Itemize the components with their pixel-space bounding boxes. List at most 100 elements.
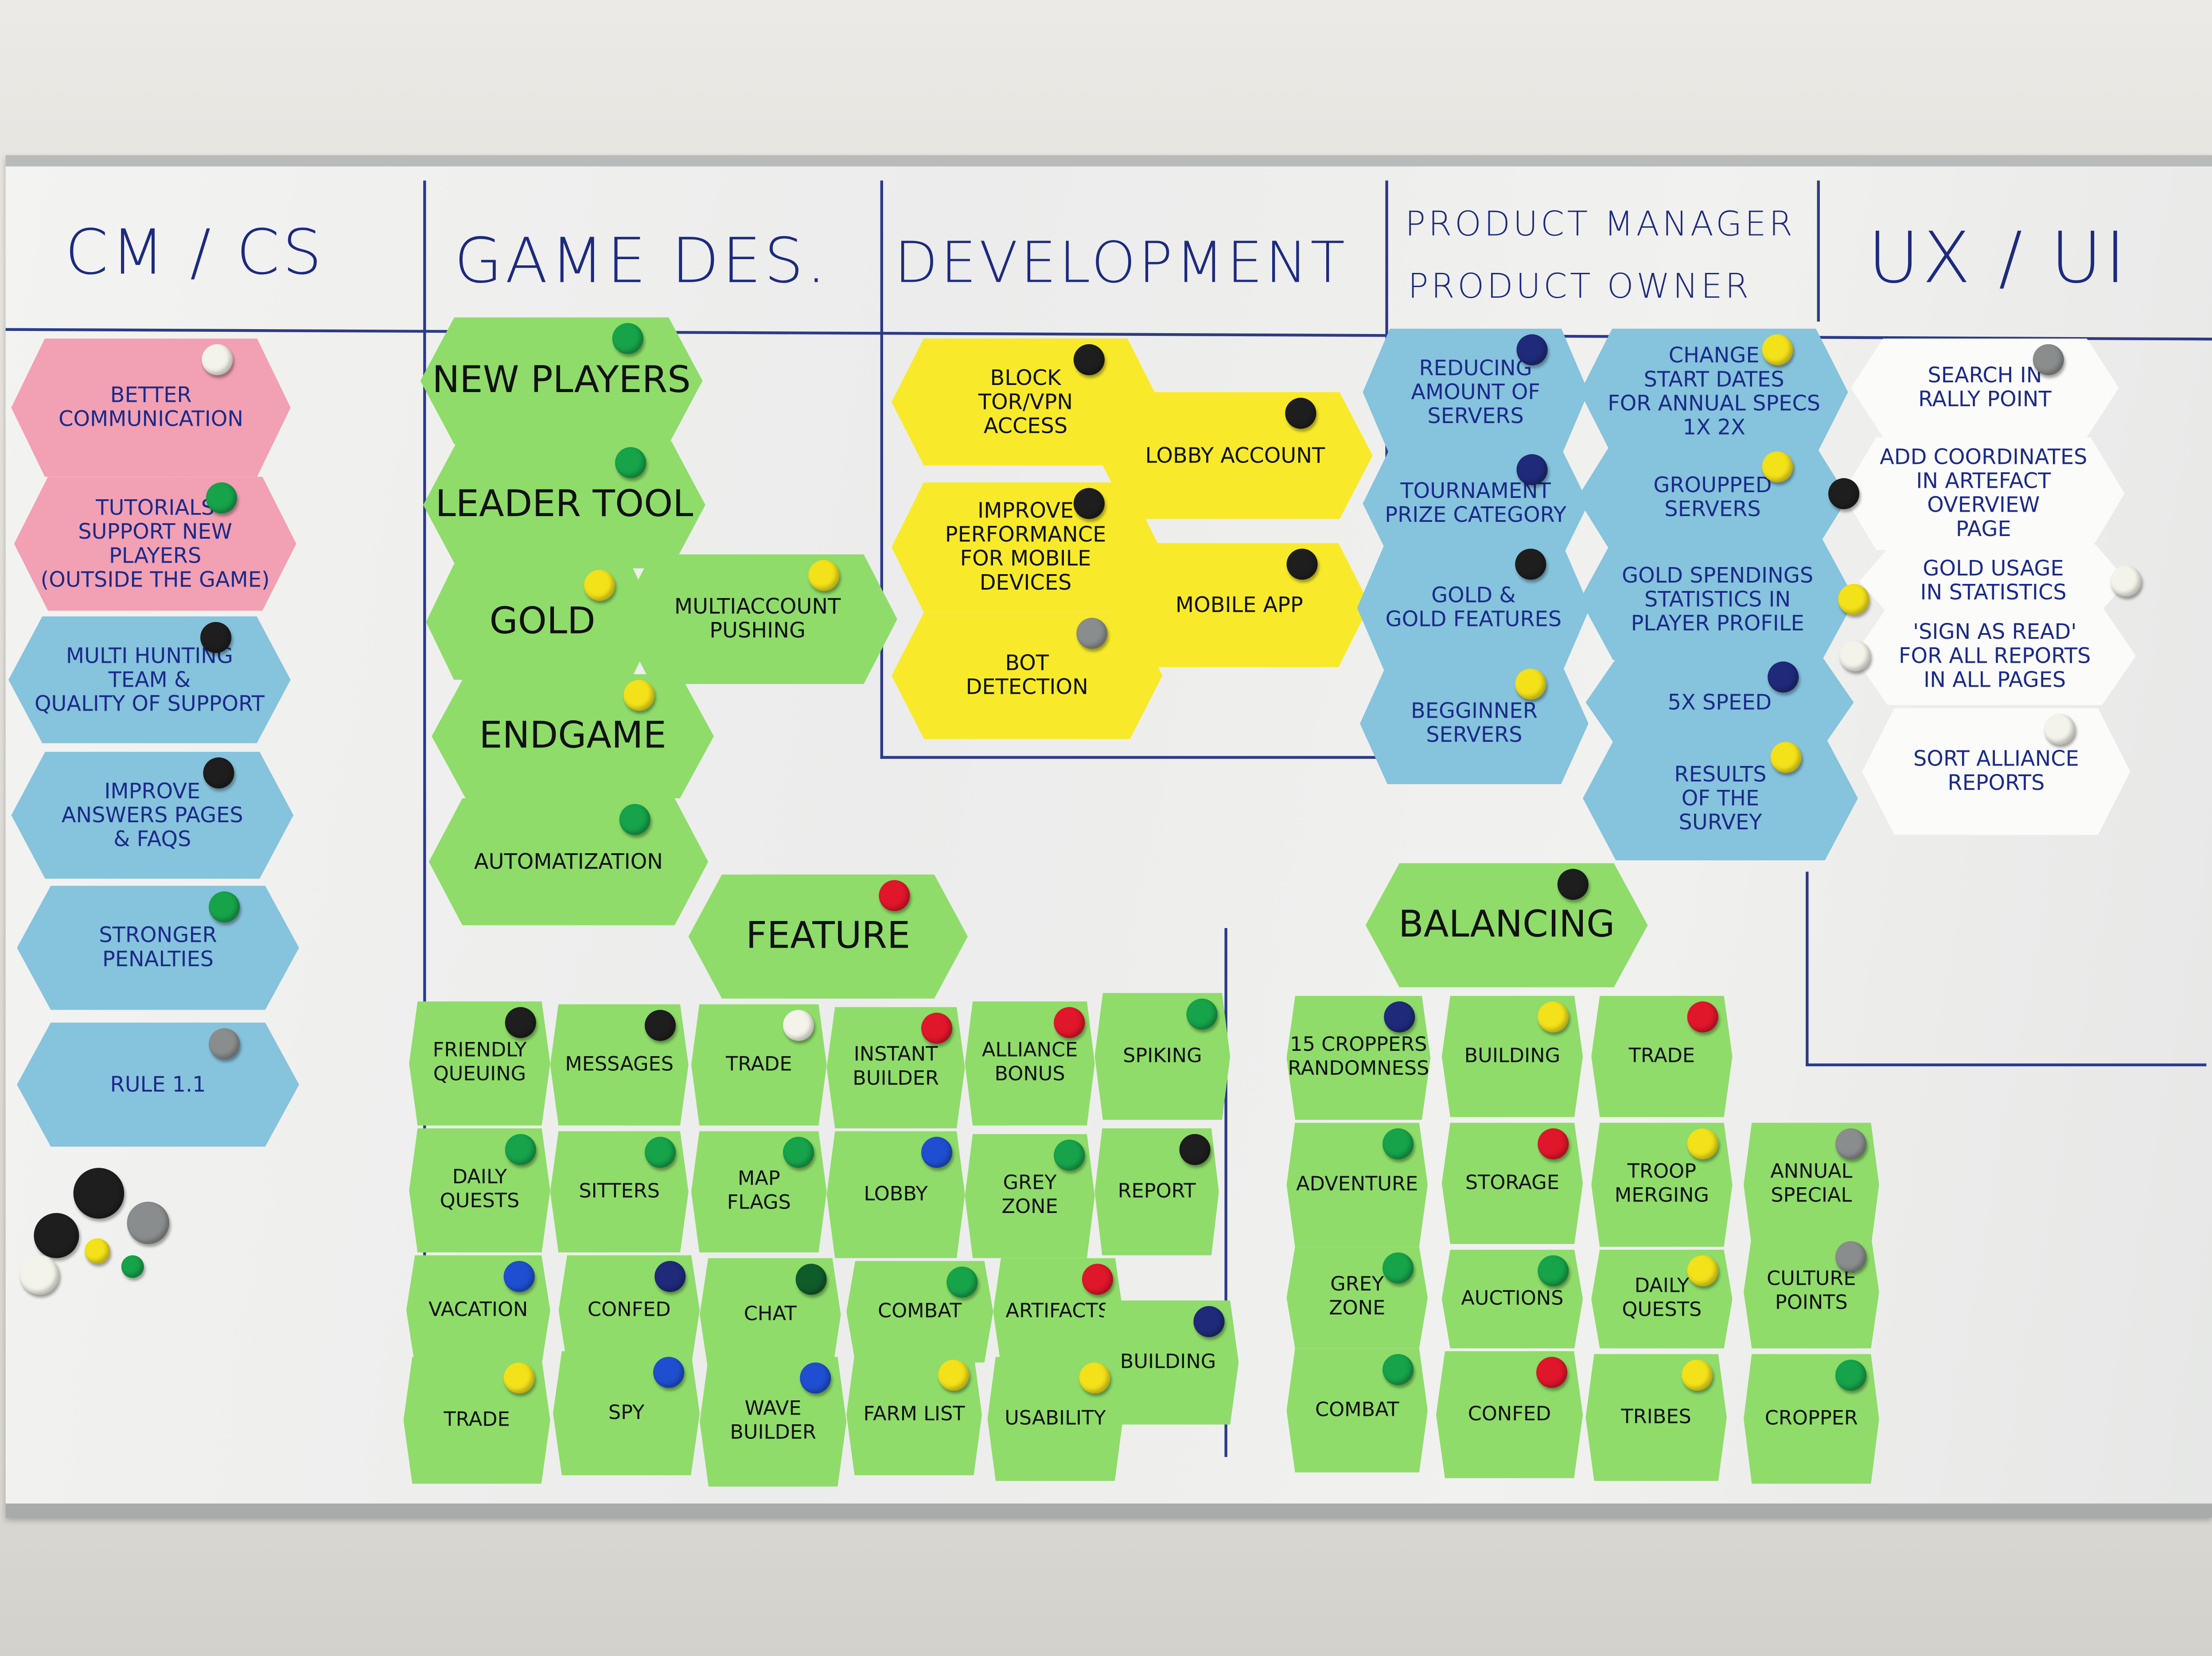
magnet-pin[interactable] xyxy=(1515,548,1546,580)
magnet-pin[interactable] xyxy=(920,1012,952,1044)
sticky-note[interactable]: Alliance bonus xyxy=(965,1001,1095,1126)
sticky-note[interactable]: Groupped servers xyxy=(1577,446,1848,550)
sticky-note[interactable]: Bot detection xyxy=(892,612,1163,739)
magnet-pin[interactable] xyxy=(1538,1128,1569,1160)
magnet-pin[interactable] xyxy=(1074,344,1105,375)
magnet-pin[interactable] xyxy=(946,1266,977,1298)
magnet-pin[interactable] xyxy=(201,344,233,375)
magnet[interactable] xyxy=(127,1201,170,1244)
sticky-note[interactable]: Troop merging xyxy=(1591,1123,1733,1247)
magnet-pin[interactable] xyxy=(1382,1252,1414,1284)
magnet[interactable] xyxy=(73,1168,125,1219)
magnet-pin[interactable] xyxy=(1835,1360,1867,1391)
magnet-pin[interactable] xyxy=(1687,1255,1718,1287)
magnet-pin[interactable] xyxy=(1179,1134,1211,1165)
magnet-pin[interactable] xyxy=(783,1137,814,1168)
magnet-pin[interactable] xyxy=(1384,1001,1416,1033)
sticky-note[interactable]: Improve performance for mobile devices xyxy=(892,482,1160,612)
magnet-pin[interactable] xyxy=(2110,565,2142,597)
magnet-pin[interactable] xyxy=(209,891,240,923)
sticky-note[interactable]: Automatization xyxy=(428,798,709,925)
magnet-pin[interactable] xyxy=(878,880,910,911)
sticky-note[interactable]: Begginner servers xyxy=(1360,663,1589,785)
magnet[interactable] xyxy=(34,1213,79,1258)
magnet-pin[interactable] xyxy=(1828,478,1860,509)
magnet-pin[interactable] xyxy=(799,1362,831,1394)
magnet-pin[interactable] xyxy=(1193,1306,1225,1337)
magnet-pin[interactable] xyxy=(1681,1360,1713,1391)
magnet-pin[interactable] xyxy=(1835,1241,1867,1272)
magnet-pin[interactable] xyxy=(503,1362,534,1394)
magnet-pin[interactable] xyxy=(203,757,234,789)
magnet-pin[interactable] xyxy=(644,1010,675,1041)
magnet-pin[interactable] xyxy=(1075,618,1107,649)
magnet-pin[interactable] xyxy=(795,1263,827,1295)
sticky-note[interactable]: Reducing amount of servers xyxy=(1363,328,1589,456)
sticky-note[interactable]: Gold & gold features xyxy=(1357,543,1590,673)
sticky-note[interactable]: Confed xyxy=(1436,1351,1583,1478)
sticky-note[interactable]: Results of the survey xyxy=(1583,736,1858,861)
magnet-pin[interactable] xyxy=(1074,488,1105,519)
sticky-note[interactable]: Gold spendings statistics in player prof… xyxy=(1580,539,1855,660)
magnet-pin[interactable] xyxy=(1557,869,1589,900)
magnet-pin[interactable] xyxy=(939,1360,970,1391)
magnet-pin[interactable] xyxy=(1538,1255,1569,1287)
magnet-pin[interactable] xyxy=(654,1261,686,1292)
sticky-note[interactable]: Multiaccount pushing xyxy=(618,554,897,684)
magnet-pin[interactable] xyxy=(1770,742,1801,773)
magnet-pin[interactable] xyxy=(1515,669,1546,700)
sticky-note[interactable]: Search in rally point xyxy=(1851,338,2119,437)
sticky-note[interactable]: Gold usage in statistics xyxy=(1859,544,2128,618)
magnet-pin[interactable] xyxy=(1053,1007,1084,1038)
magnet-pin[interactable] xyxy=(1687,1001,1718,1033)
magnet-pin[interactable] xyxy=(783,1010,814,1041)
sticky-note[interactable]: Chat xyxy=(700,1258,841,1371)
magnet-pin[interactable] xyxy=(1762,334,1794,365)
magnet-pin[interactable] xyxy=(1838,584,1869,615)
magnet-pin[interactable] xyxy=(2044,713,2076,745)
sticky-note[interactable]: Better Communication xyxy=(11,338,291,477)
sticky-note[interactable]: New players xyxy=(420,317,703,444)
magnet-pin[interactable] xyxy=(1768,661,1799,693)
magnet-pin[interactable] xyxy=(1538,1001,1569,1033)
magnet-pin[interactable] xyxy=(1382,1354,1414,1385)
sticky-note[interactable]: Endgame xyxy=(432,674,714,798)
magnet-pin[interactable] xyxy=(619,804,650,835)
sticky-note[interactable]: Usability xyxy=(987,1357,1123,1481)
magnet-pin[interactable] xyxy=(505,1007,536,1038)
sticky-note[interactable]: Grey zone xyxy=(1286,1247,1428,1349)
sticky-note[interactable]: Multi hunting team & quality of support xyxy=(8,616,291,743)
magnet-pin[interactable] xyxy=(612,323,643,354)
sticky-note[interactable]: 'Sign as read' for all reports in all pa… xyxy=(1854,606,2136,705)
sticky-note[interactable]: Vacation xyxy=(406,1255,550,1365)
magnet-pin[interactable] xyxy=(1536,1357,1567,1388)
magnet-pin[interactable] xyxy=(644,1137,675,1168)
magnet[interactable] xyxy=(121,1255,144,1278)
sticky-note[interactable]: Balancing xyxy=(1365,863,1648,987)
sticky-note[interactable]: Lobby account xyxy=(1097,392,1373,519)
magnet-pin[interactable] xyxy=(1516,454,1547,486)
magnet-pin[interactable] xyxy=(623,680,655,711)
magnet-pin[interactable] xyxy=(615,447,646,478)
magnet[interactable] xyxy=(85,1238,110,1264)
sticky-note[interactable]: Improve answers pages & FAQs xyxy=(11,751,294,879)
magnet[interactable] xyxy=(19,1255,59,1295)
magnet-pin[interactable] xyxy=(505,1134,536,1165)
magnet-pin[interactable] xyxy=(653,1357,684,1388)
sticky-note[interactable]: Sort alliance reports xyxy=(1862,708,2130,835)
magnet-pin[interactable] xyxy=(1687,1128,1718,1160)
sticky-note[interactable]: Tutorials Support new players (outside t… xyxy=(14,477,296,611)
magnet-pin[interactable] xyxy=(1187,999,1218,1030)
sticky-note[interactable]: Adventure xyxy=(1286,1123,1428,1247)
magnet-pin[interactable] xyxy=(808,560,839,591)
sticky-note[interactable]: Stronger penalties xyxy=(17,886,299,1010)
sticky-note[interactable]: Tournament prize category xyxy=(1363,448,1589,559)
sticky-note[interactable]: 5x speed xyxy=(1585,656,1854,749)
magnet-pin[interactable] xyxy=(206,482,237,513)
magnet-pin[interactable] xyxy=(1079,1362,1111,1394)
sticky-note[interactable]: Change start dates for annual specs 1x 2… xyxy=(1580,328,1848,456)
magnet-pin[interactable] xyxy=(1081,1263,1113,1295)
magnet-pin[interactable] xyxy=(1835,1128,1867,1160)
sticky-note[interactable]: Add coordinates in artefact overview pag… xyxy=(1842,437,2125,550)
magnet-pin[interactable] xyxy=(209,1028,240,1059)
